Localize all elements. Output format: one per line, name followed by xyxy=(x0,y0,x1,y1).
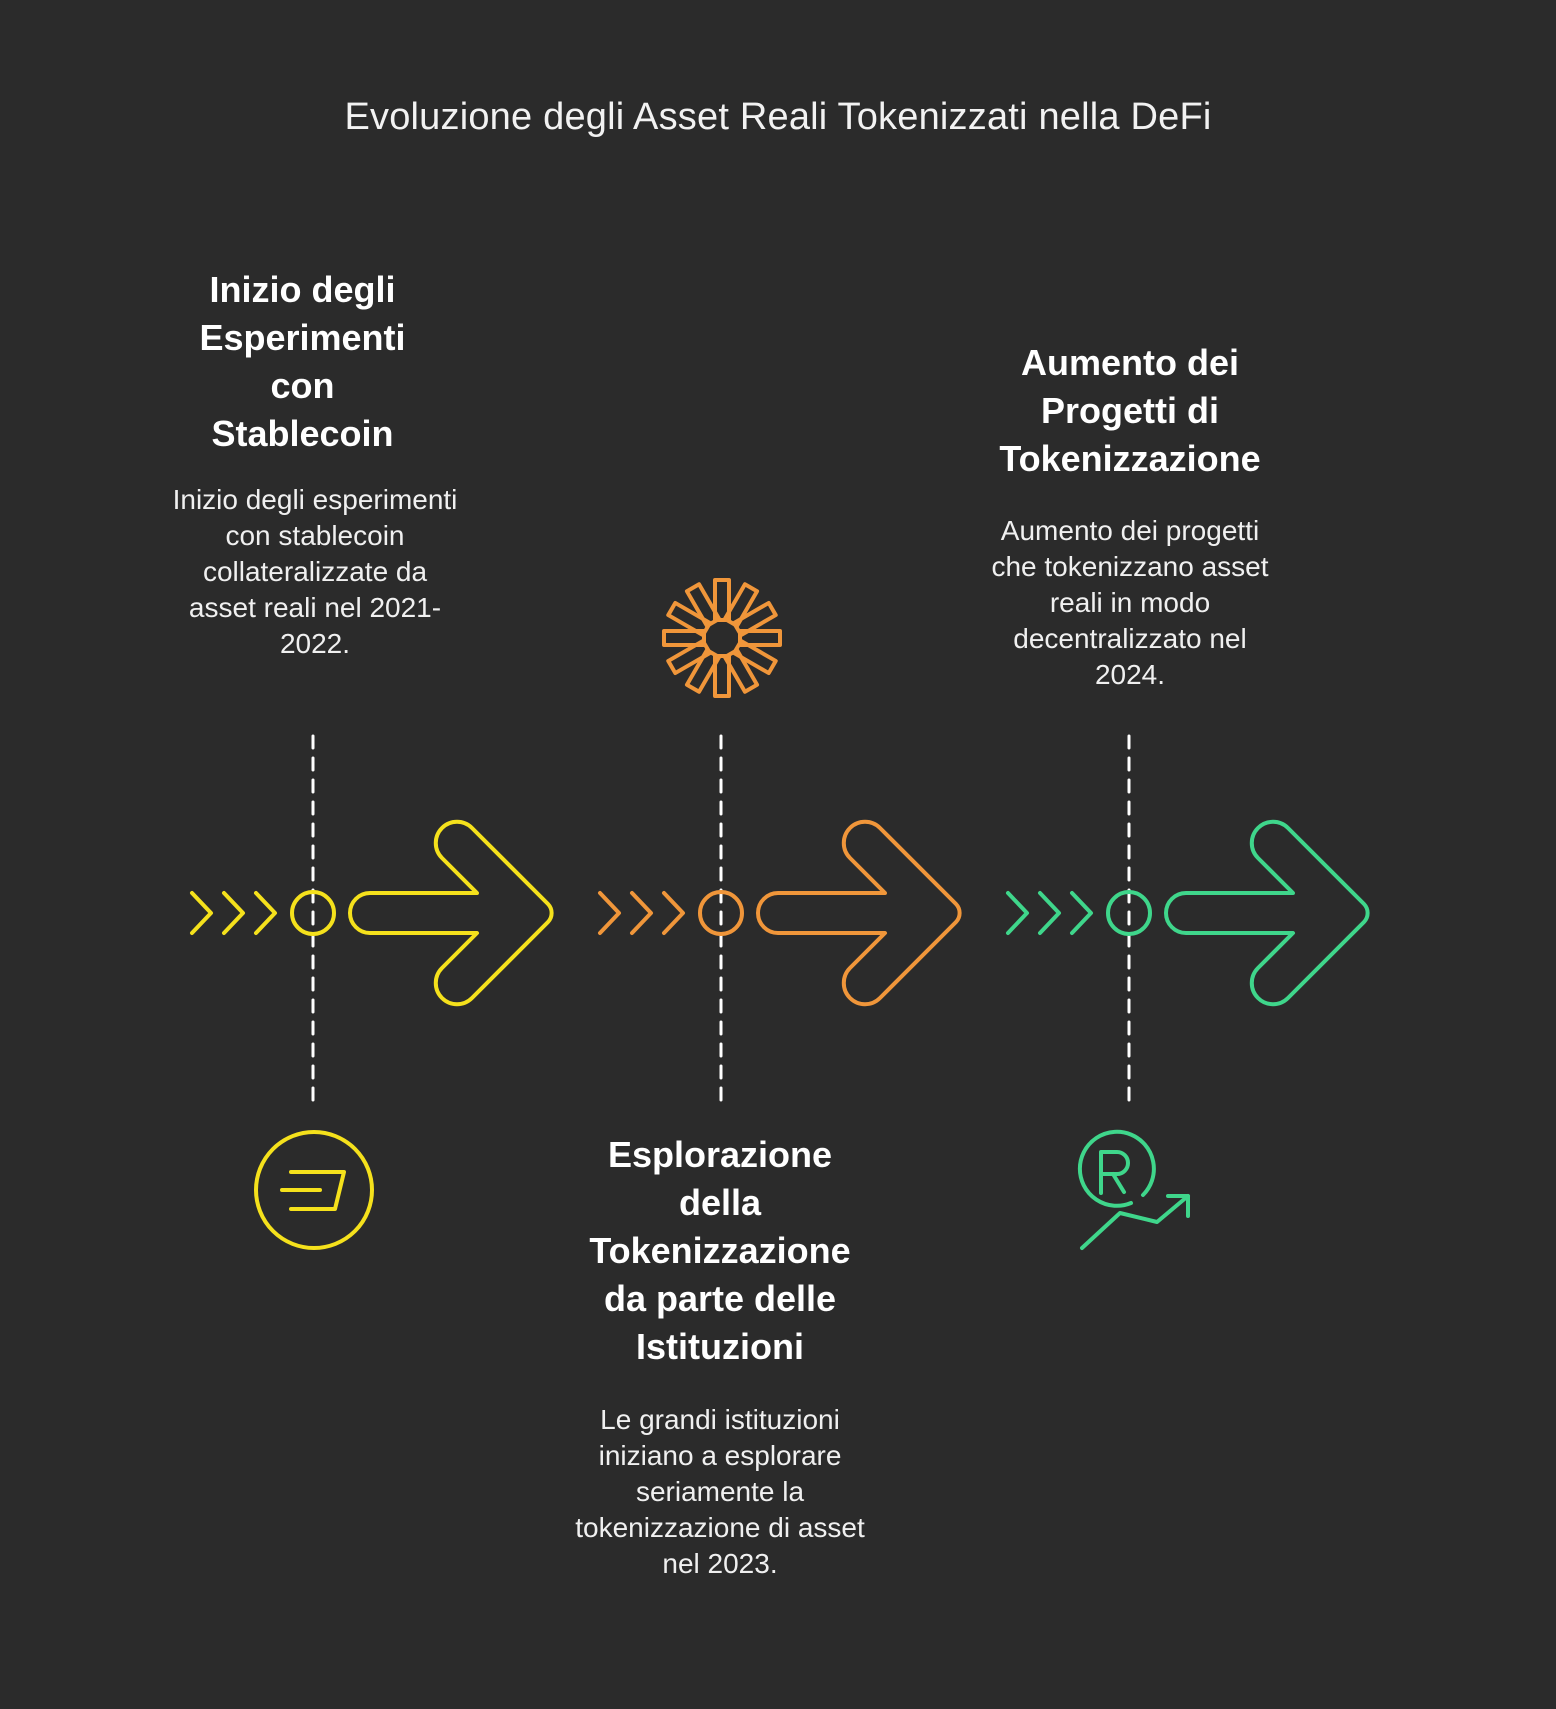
stage-1-node xyxy=(290,890,336,936)
stage-2-chevrons xyxy=(598,891,685,935)
dash-coin-icon xyxy=(254,1130,374,1250)
stage-2-arrow xyxy=(756,819,962,1007)
stage-3-timeline xyxy=(1006,734,1370,1250)
stage-2-heading: Esplorazione della Tokenizzazione da par… xyxy=(589,1134,851,1367)
stage-3-chevrons xyxy=(1006,891,1093,935)
stage-2-node xyxy=(698,890,744,936)
starburst-icon xyxy=(662,578,782,698)
stage-1-arrow xyxy=(348,819,554,1007)
stage-1-chevrons xyxy=(190,891,277,935)
diagram-title: Evoluzione degli Asset Reali Tokenizzati… xyxy=(344,96,1212,138)
stage-3-arrow xyxy=(1164,819,1370,1007)
registered-growth-icon xyxy=(1077,1129,1190,1250)
stage-1-heading: Inizio degli Esperimenti con Stablecoin xyxy=(199,269,406,454)
stage-2-description: Le grandi istituzioni iniziano a esplora… xyxy=(575,1404,865,1579)
stage-2-timeline xyxy=(598,578,962,1108)
stage-3-node xyxy=(1106,890,1152,936)
stage-1-description: Inizio degli esperimenti con stablecoin … xyxy=(172,484,458,659)
stage-3-description: Aumento dei progetti che tokenizzano ass… xyxy=(991,515,1269,690)
stage-3-heading: Aumento dei Progetti di Tokenizzazione xyxy=(999,342,1261,479)
stage-1-timeline xyxy=(190,734,554,1250)
